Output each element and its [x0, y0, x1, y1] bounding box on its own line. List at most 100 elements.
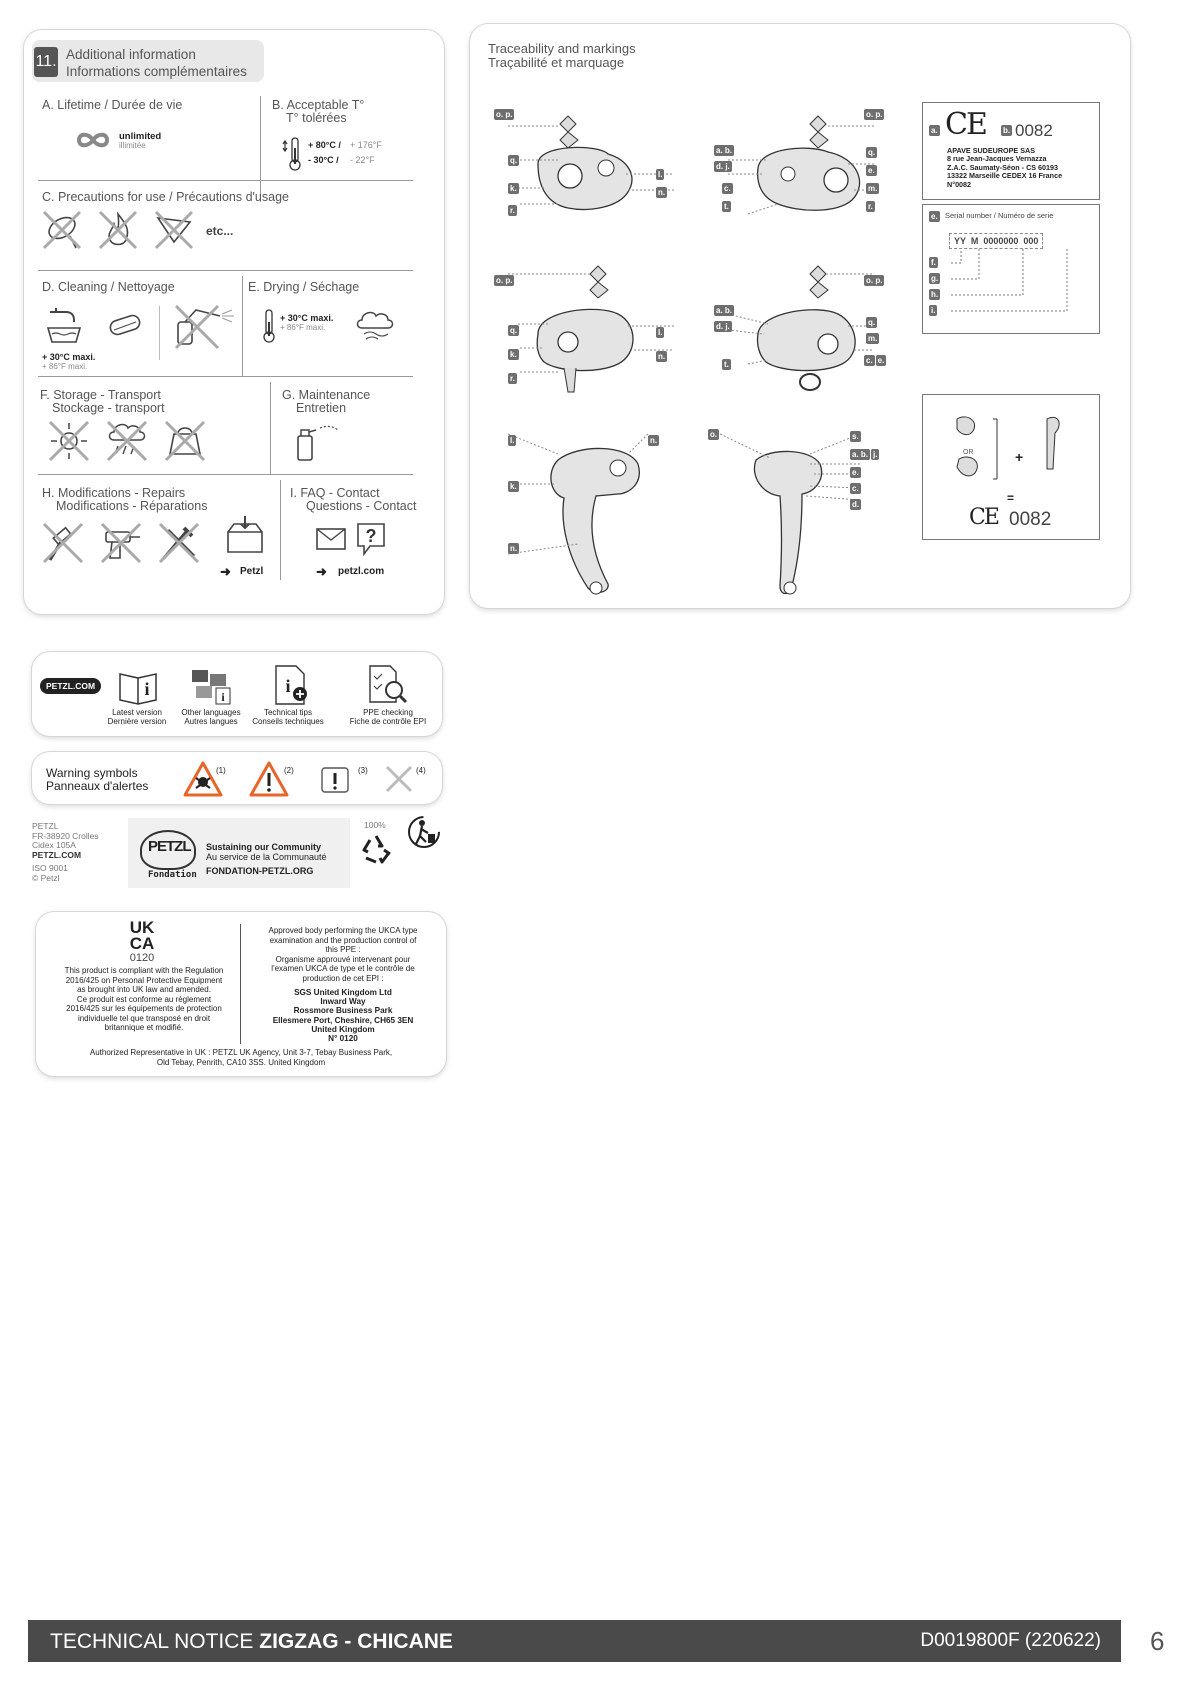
serial-format: YY M 0000000 000: [949, 233, 1044, 249]
footer-prefix: TECHNICAL NOTICE: [50, 1630, 260, 1653]
device-drawing-zigzag-front: [506, 115, 674, 211]
bag-icon: [164, 420, 206, 462]
marking-tag: e.: [850, 467, 861, 478]
ukca-card: UK CA 0120 This product is compliant wit…: [36, 912, 446, 1076]
section-additional-info: 11. Additional information Informations …: [24, 30, 444, 614]
cleaning-temp-f: + 86°F maxi.: [42, 362, 88, 371]
drying-temp-c: + 30°C maxi.: [280, 313, 334, 323]
temp-max-c: + 80°C /: [308, 140, 341, 150]
device-drawing-arm-front: [719, 433, 861, 595]
latest-version-en: Latest version: [112, 708, 162, 717]
marking-tag: c.e.: [864, 355, 887, 366]
marking-tag: d. j.: [714, 161, 732, 172]
ce-number: 0082: [1015, 121, 1053, 140]
ukca-number: 0120: [129, 952, 155, 964]
sustain-en: Sustaining our Community: [206, 842, 322, 852]
section-traceability: Traceability and markings Traçabilité et…: [470, 24, 1130, 608]
notified-body-address: APAVE SUDEUROPE SAS 8 rue Jean-Jacques V…: [947, 146, 1063, 189]
envelope-icon: [316, 528, 346, 550]
compatibility-box: OR + = CE 0082: [922, 394, 1100, 540]
latest-version-icon[interactable]: i: [116, 666, 162, 706]
equals-label: =: [1007, 491, 1015, 505]
svg-text:i: i: [144, 679, 149, 699]
marking-tag: d. j.: [714, 321, 732, 332]
petzl-link[interactable]: petzl.com: [338, 566, 385, 577]
marking-tag: d.: [850, 499, 862, 510]
ce-mark: CE: [969, 505, 1000, 530]
marking-tag: m.: [866, 333, 880, 344]
marking-tag: r.: [508, 205, 517, 216]
arrow-right-icon: ➜: [316, 564, 327, 579]
notice-icon: [321, 767, 349, 793]
marking-tag: a. b.: [714, 305, 735, 316]
drying-label: E. Drying / Séchage: [248, 280, 360, 294]
marking-tag: c.: [722, 183, 733, 194]
sharp-edge-icon: [154, 210, 194, 250]
sun-icon: [48, 420, 90, 462]
ukca-mark: UK CA: [129, 918, 155, 953]
technical-tips-icon[interactable]: i: [270, 664, 310, 706]
marking-tag: n.: [508, 543, 520, 554]
section-number: 11.: [34, 47, 58, 77]
cleaning-temp-c: + 30°C maxi.: [42, 352, 96, 362]
maintenance-label-1: G. Maintenance: [282, 388, 371, 402]
lifetime-label: A. Lifetime / Durée de vie: [42, 98, 183, 112]
warning-title-en: Warning symbols: [46, 766, 138, 780]
fondation-site[interactable]: FONDATION-PETZL.ORG: [206, 866, 314, 876]
ppe-checking-fr: Fiche de contrôle EPI: [349, 717, 427, 726]
ppe-checking-en: PPE checking: [363, 708, 413, 717]
marking-tag: e.: [866, 165, 877, 176]
petzl-com-badge[interactable]: PETZL.COM: [40, 678, 102, 694]
section-title-fr: Informations complémentaires: [66, 64, 247, 79]
cleaning-label: D. Cleaning / Nettoyage: [42, 280, 175, 294]
sustain-fr: Au service de la Communauté: [206, 852, 327, 862]
ce-marking-box: a. CE b. 0082 APAVE SUDEUROPE SAS 8 rue …: [922, 102, 1100, 200]
modifications-label-2: Modifications - Réparations: [56, 499, 208, 513]
svg-text:?: ?: [366, 526, 377, 546]
footer-code: D0019800F (220622): [920, 1630, 1101, 1651]
marking-tag: q.: [866, 147, 878, 158]
warning-note-1: (1): [216, 766, 226, 775]
faucet-icon: [46, 308, 82, 343]
serial-number-box: e. Serial number / Numéro de serie YY M …: [922, 204, 1100, 334]
latest-version-fr: Dernière version: [107, 717, 167, 726]
section-header: [32, 40, 264, 82]
thermometer-icon: [282, 137, 301, 171]
precautions-label: C. Precautions for use / Précautions d'u…: [42, 190, 289, 204]
modifications-label-1: H. Modifications - Repairs: [42, 486, 186, 500]
air-dry-cloud-icon: [356, 311, 394, 340]
temp-label-2: T° tolérées: [286, 111, 347, 125]
marking-tag: o.: [708, 429, 720, 440]
fondation-panel: PETZL Fondation Sustaining our Community…: [128, 818, 350, 888]
other-languages-en: Other languages: [181, 708, 241, 717]
svg-text:i: i: [221, 690, 225, 704]
other-languages-fr: Autres langues: [184, 717, 238, 726]
device-drawing-arm-side: [507, 433, 649, 595]
footer-title: TECHNICAL NOTICE ZIGZAG - CHICANE: [50, 1630, 453, 1654]
ppe-checking-icon[interactable]: [366, 664, 408, 706]
pressure-washer-icon: [174, 304, 234, 350]
traceability-title-fr: Traçabilité et marquage: [488, 55, 625, 70]
marking-tag: q.: [508, 155, 520, 166]
marking-tag: m.: [866, 183, 880, 194]
temp-max-f: + 176°F: [350, 140, 382, 150]
marking-tag: r.: [508, 373, 517, 384]
ukca-approved-body-text: Approved body performing the UKCA type e…: [268, 926, 418, 983]
warning-title-fr: Panneaux d'alertes: [46, 779, 149, 793]
marking-tag: l.: [656, 327, 665, 338]
marking-tag: q.: [508, 325, 520, 336]
other-languages-icon[interactable]: i: [188, 666, 234, 706]
storage-label-2: Stockage - transport: [52, 401, 165, 415]
warning-card: Warning symbols Panneaux d'alertes (1) (…: [32, 752, 442, 804]
ukca-representative: Authorized Representative in UK : PETZL …: [89, 1048, 393, 1067]
footer-bar: TECHNICAL NOTICE ZIGZAG - CHICANE D00198…: [28, 1620, 1121, 1662]
marking-tag: k.: [508, 481, 519, 492]
page-number: 6: [1150, 1626, 1165, 1656]
warning-note-2: (2): [284, 766, 294, 775]
faq-label-2: Questions - Contact: [306, 499, 417, 513]
technical-tips-fr: Conseils techniques: [252, 717, 324, 726]
prohibited-cross-icon: [385, 765, 413, 793]
serial-leader-lines: [951, 249, 1068, 312]
marking-tag: r.: [866, 201, 875, 212]
drying-thermometer-icon: [263, 309, 275, 343]
